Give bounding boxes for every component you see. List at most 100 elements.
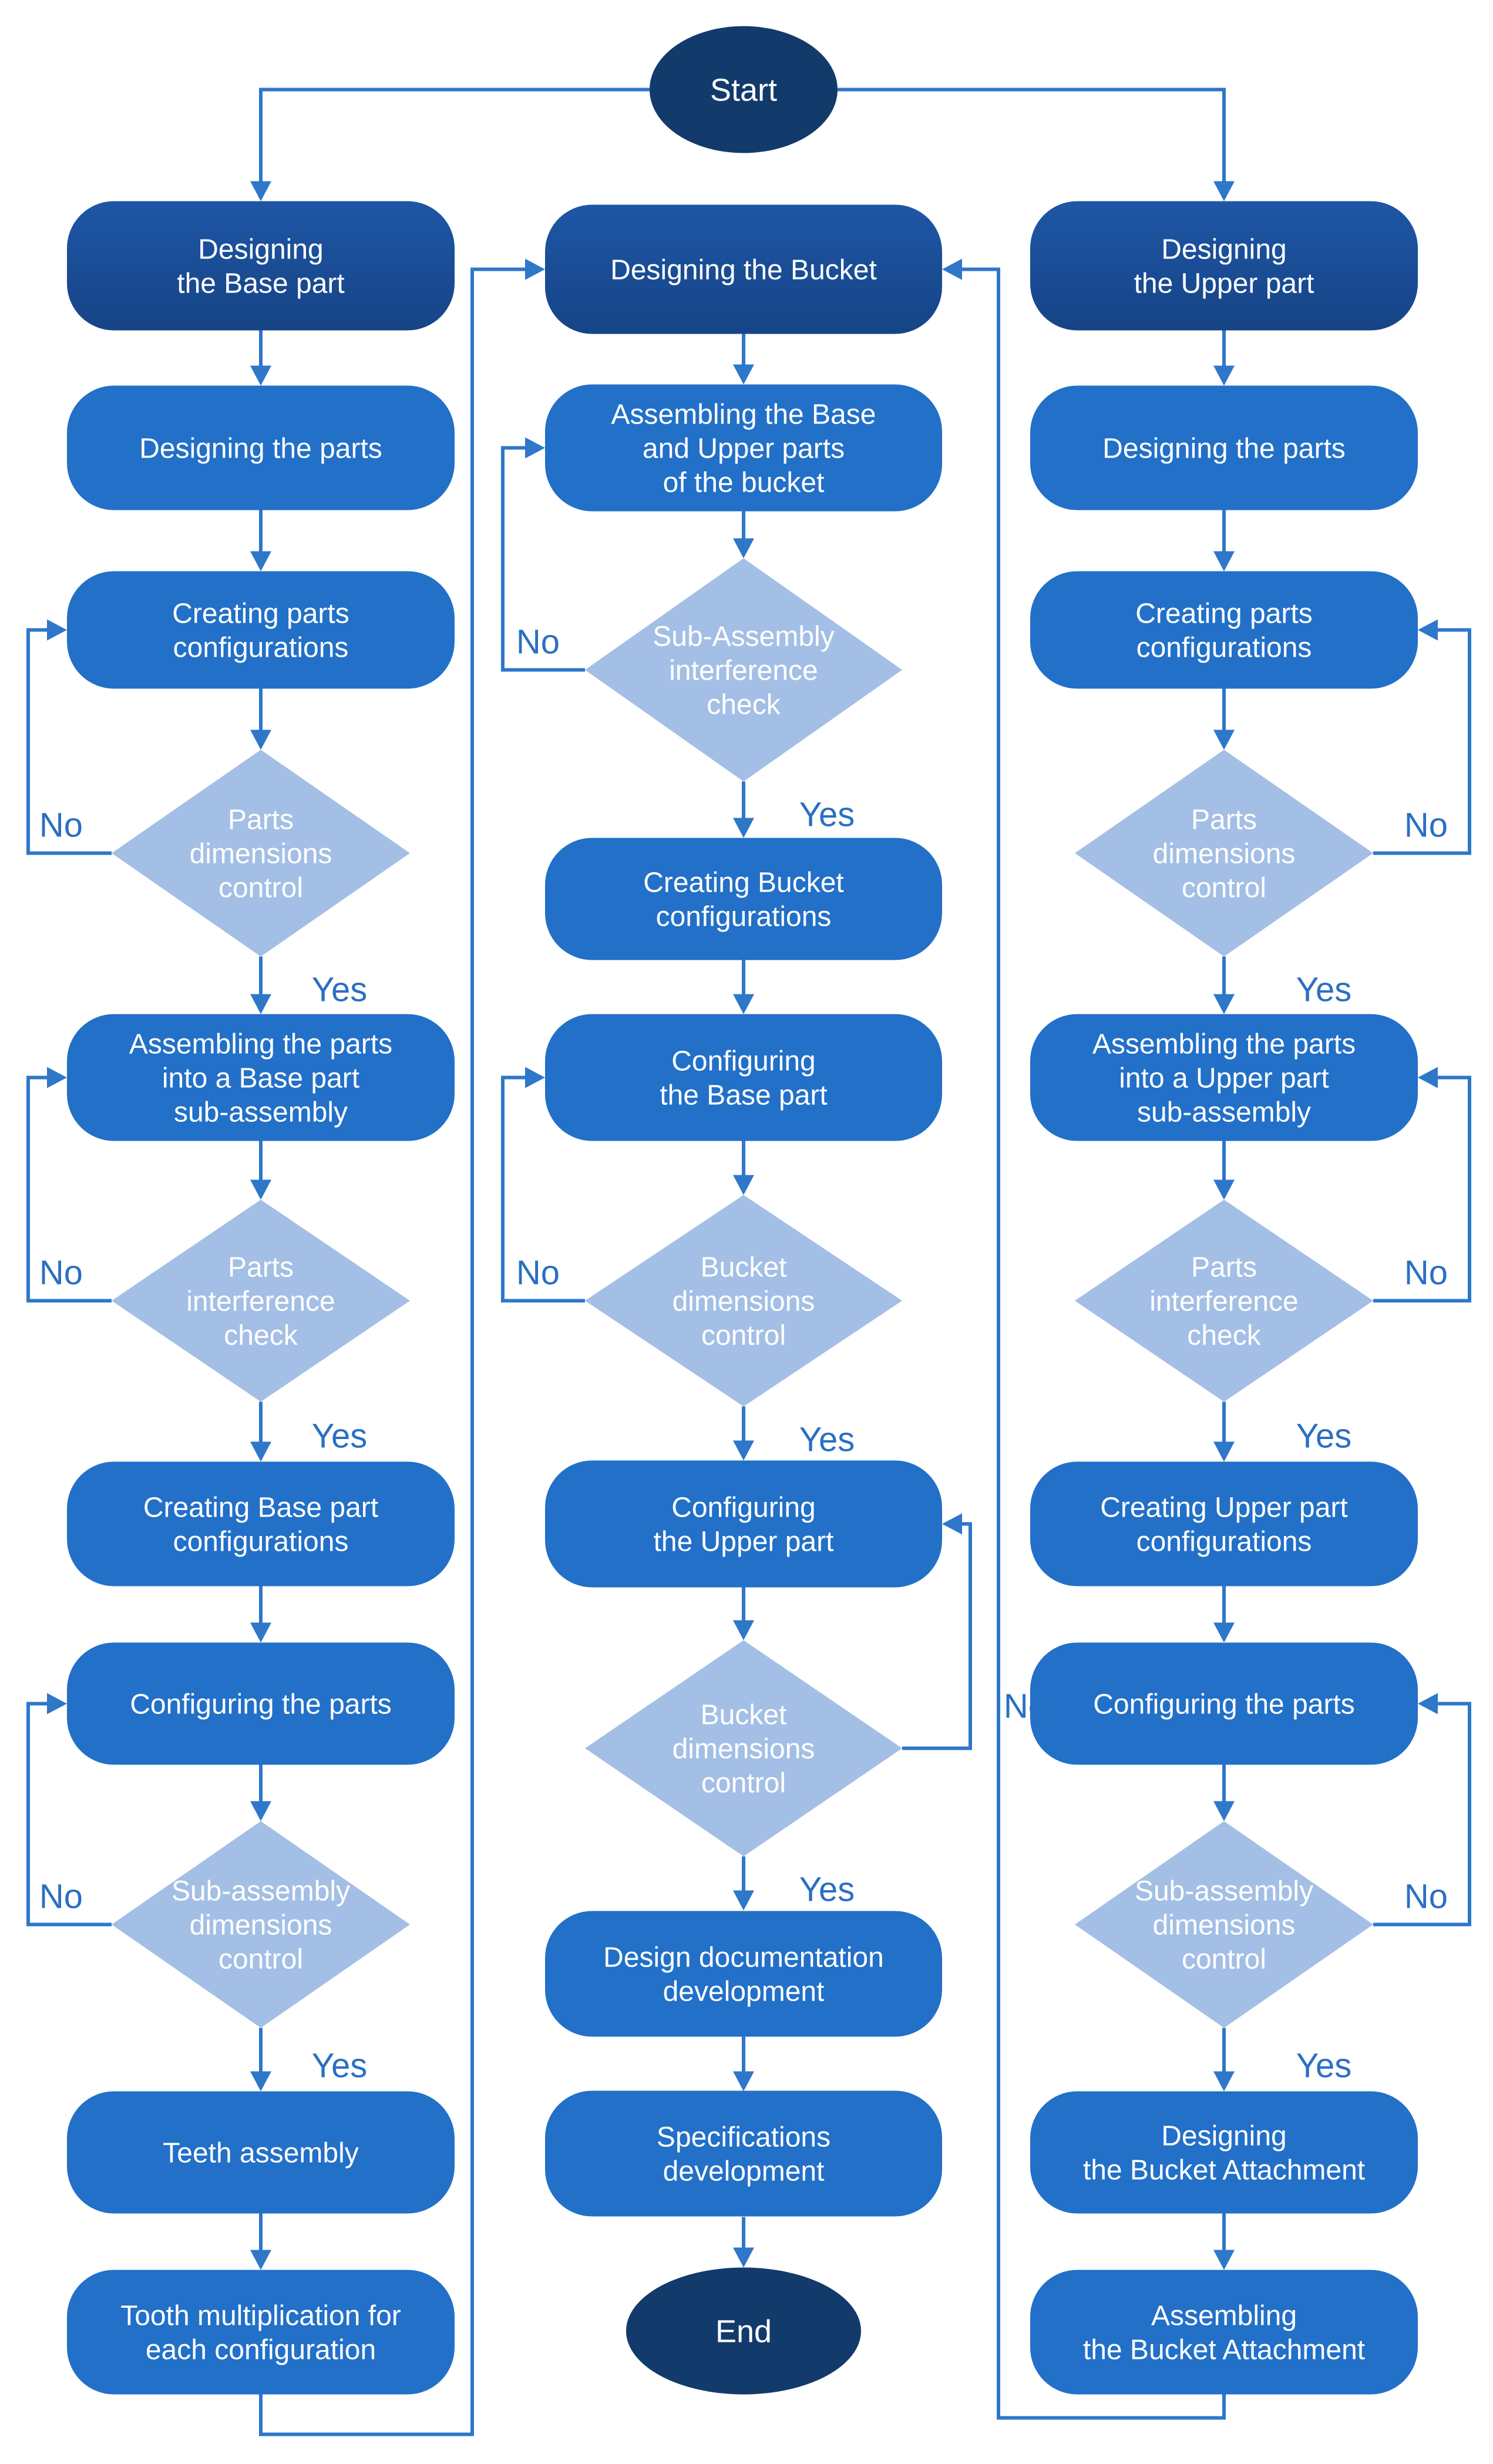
branch-label-no-left-3: No [39, 1878, 83, 1916]
edge-subdim-left-yes [250, 2028, 271, 2092]
arrowhead [250, 1179, 271, 1200]
arrowhead [1213, 1179, 1235, 1200]
connector-line [26, 1075, 112, 1303]
edge-start-to-base [250, 88, 650, 201]
edge-subdim-right-no [1373, 1693, 1471, 1927]
arrowhead [1418, 619, 1438, 641]
connector-line [1373, 628, 1471, 855]
node-configuring-parts-right: Configuring the parts [1030, 1642, 1418, 1765]
arrowhead [250, 181, 271, 201]
edge-dimctrl-left-yes [250, 956, 271, 1014]
arrowhead [250, 2071, 271, 2092]
arrowhead [733, 2071, 754, 2092]
process-box [1030, 1461, 1418, 1586]
node-end: End [626, 2267, 861, 2395]
node-label: Designing the parts [1102, 433, 1346, 464]
edge-interf-left-no [26, 1067, 112, 1303]
process-box [67, 1461, 455, 1586]
branch-label-yes-right-3: Yes [1296, 2047, 1352, 2085]
node-designing-parts-right: Designing the parts [1030, 385, 1418, 510]
arrowhead [733, 1440, 754, 1461]
connector-line [1373, 1702, 1471, 1927]
arrowhead [525, 258, 545, 280]
arrowhead [250, 730, 271, 750]
edge-dimctrl-right-yes [1213, 956, 1235, 1014]
arrowhead [525, 437, 545, 459]
connector-line [26, 1702, 112, 1927]
decision-diamond [1075, 749, 1373, 957]
process-box [1030, 201, 1418, 331]
node-label: Designing the Bucket [610, 254, 877, 285]
branch-label-yes-right-2: Yes [1296, 1417, 1352, 1455]
connector-line [501, 446, 585, 672]
arrowhead [525, 1067, 545, 1088]
edge-configuring-to-subdim-right [1213, 1764, 1235, 1821]
node-configuring-parts-left: Configuring the parts [67, 1642, 455, 1765]
node-teeth-assembly: Teeth assembly [67, 2091, 455, 2214]
edge-bucketdim1-yes [733, 1406, 754, 1461]
terminal-ellipse [650, 26, 838, 153]
arrowhead [1213, 181, 1235, 201]
arrowhead [1213, 365, 1235, 386]
arrowhead [47, 1693, 67, 1715]
branch-label-yes-mid-1: Yes [799, 796, 855, 834]
edge-subdim-left-no [26, 1693, 112, 1927]
arrowhead [1213, 1441, 1235, 1462]
arrowhead [1418, 1067, 1438, 1088]
process-box [67, 2091, 455, 2214]
node-label: Teeth assembly [163, 2137, 359, 2169]
process-box [545, 1460, 942, 1588]
decision-diamond [1075, 1199, 1373, 1402]
edge-upperconfigs-to-configuring [1213, 1586, 1235, 1643]
arrowhead [250, 2250, 271, 2270]
arrowhead [1213, 1801, 1235, 1821]
node-label: Start [710, 72, 777, 107]
arrowhead [733, 818, 754, 838]
decision-diamond [112, 1199, 410, 1402]
arrowhead [1213, 730, 1235, 750]
edge-specs-to-end [733, 2217, 754, 2268]
process-box [545, 204, 942, 334]
connector-line [954, 267, 1226, 2420]
process-box [67, 385, 455, 510]
process-box [1030, 571, 1418, 689]
arrowhead [250, 365, 271, 386]
branch-label-no-right-3: No [1404, 1878, 1448, 1916]
decision-diamond [112, 1821, 410, 2028]
arrowhead [733, 1175, 754, 1195]
branch-label-yes-left-2: Yes [312, 1417, 368, 1455]
edge-configs-to-dimctrl-right [1213, 688, 1235, 750]
branch-label-no-left-2: No [39, 1254, 83, 1292]
arrowhead [1418, 1693, 1438, 1715]
decision-diamond [585, 1195, 902, 1407]
process-box [545, 2090, 942, 2217]
edge-bucketconfigs-to-confbase [733, 960, 754, 1014]
arrowhead [1213, 994, 1235, 1014]
